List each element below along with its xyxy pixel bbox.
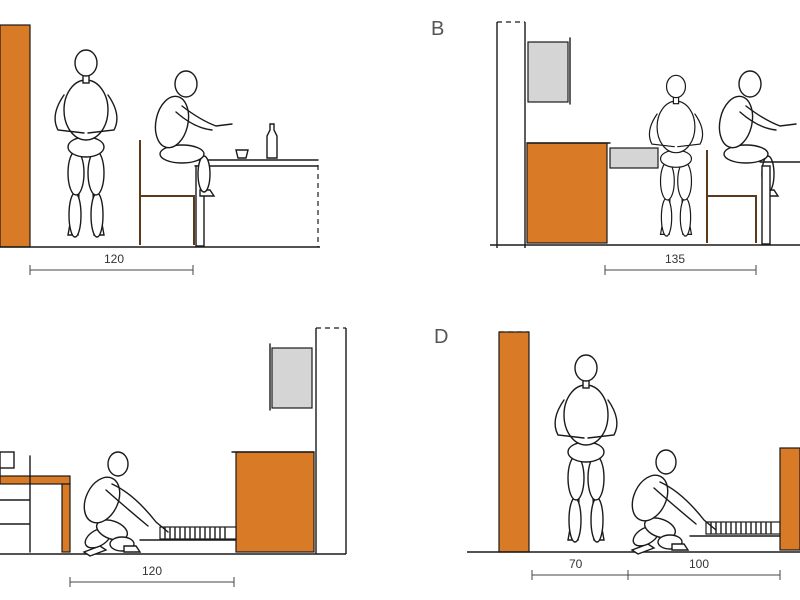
- base-cabinet-d: [779, 447, 800, 551]
- panel-label-b: B: [431, 18, 444, 40]
- panel-label-d: D: [434, 326, 448, 348]
- panel-c: 120: [0, 327, 347, 587]
- dimension-label-d1: 70: [569, 557, 583, 571]
- dimension-label-b: 135: [665, 252, 685, 266]
- low-drawer-c: [159, 526, 237, 540]
- cup-a: [235, 149, 249, 159]
- base-cabinet-b: [526, 142, 608, 244]
- seated-person-a: [150, 70, 233, 197]
- base-cabinet-c: [235, 451, 315, 553]
- dimension-label-d2: 100: [689, 557, 709, 571]
- chair-c: [0, 455, 31, 553]
- chair-a: [139, 140, 195, 245]
- tall-cabinet-a: [0, 24, 31, 248]
- wall-unit-b: [527, 41, 569, 103]
- panel-a: 120: [0, 24, 320, 275]
- crouching-person-d: [624, 449, 717, 555]
- open-drawer-b: [609, 147, 659, 169]
- standing-person-a: [54, 49, 118, 238]
- chair-b: [706, 150, 757, 243]
- table-top-c: [0, 475, 71, 485]
- wall-unit-c: [271, 347, 313, 409]
- panel-d: D 70 100: [434, 326, 800, 580]
- dimension-label-a: 120: [104, 252, 124, 266]
- panel-b: B 135: [431, 18, 800, 275]
- bottle-a: [266, 123, 278, 159]
- dimension-label-c: 120: [142, 564, 162, 578]
- seated-person-b: [714, 70, 797, 197]
- standing-person-d: [554, 354, 618, 543]
- tall-cabinet-d: [498, 331, 530, 553]
- low-drawer-d: [705, 521, 781, 535]
